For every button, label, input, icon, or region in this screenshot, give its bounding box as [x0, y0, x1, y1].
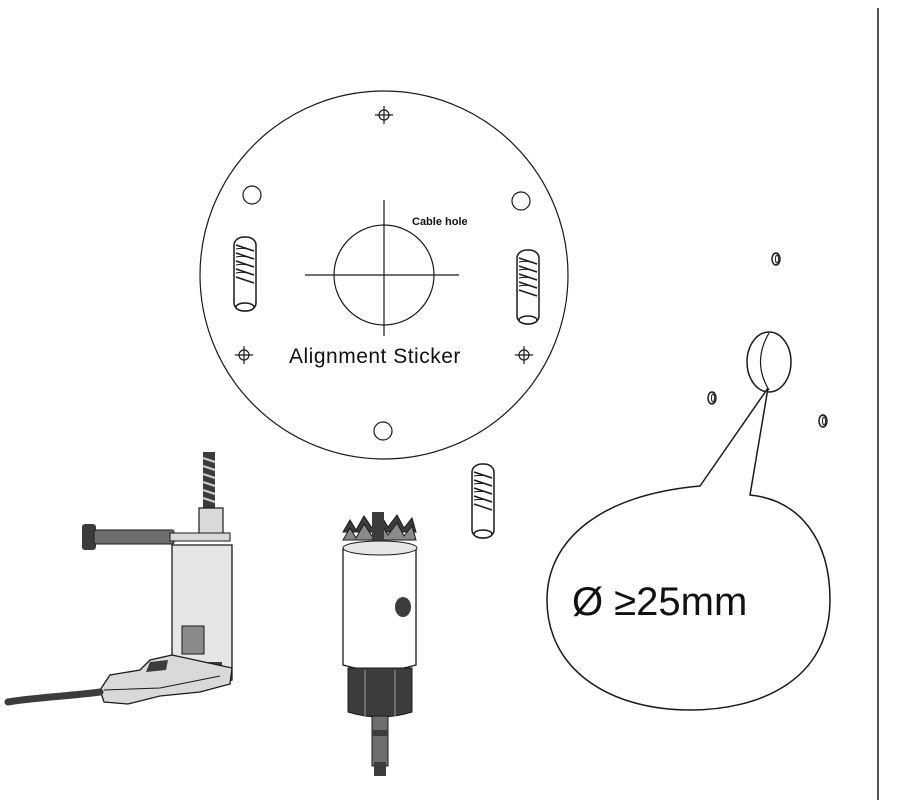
- wall-cable-hole: [746, 331, 792, 393]
- wall-hole-layout: [707, 252, 828, 428]
- diameter-callout: Ø ≥25mm: [546, 387, 831, 711]
- wall-anchor-icon: [516, 249, 540, 325]
- screw-hole-marker: [242, 185, 262, 205]
- screw-hole-marker: [373, 421, 393, 441]
- hole-saw-icon: [342, 512, 418, 776]
- wall-anchor-icon: [471, 463, 495, 539]
- alignment-sticker: Cable hole Alignment Sticker: [199, 90, 569, 460]
- wall-anchor-icon: [233, 236, 257, 312]
- diameter-text: Ø ≥25mm: [572, 580, 747, 624]
- drill-icon: [4, 452, 233, 706]
- cable-hole-label: Cable hole: [412, 216, 468, 228]
- sticker-title: Alignment Sticker: [289, 345, 461, 368]
- screw-hole-marker: [511, 191, 531, 211]
